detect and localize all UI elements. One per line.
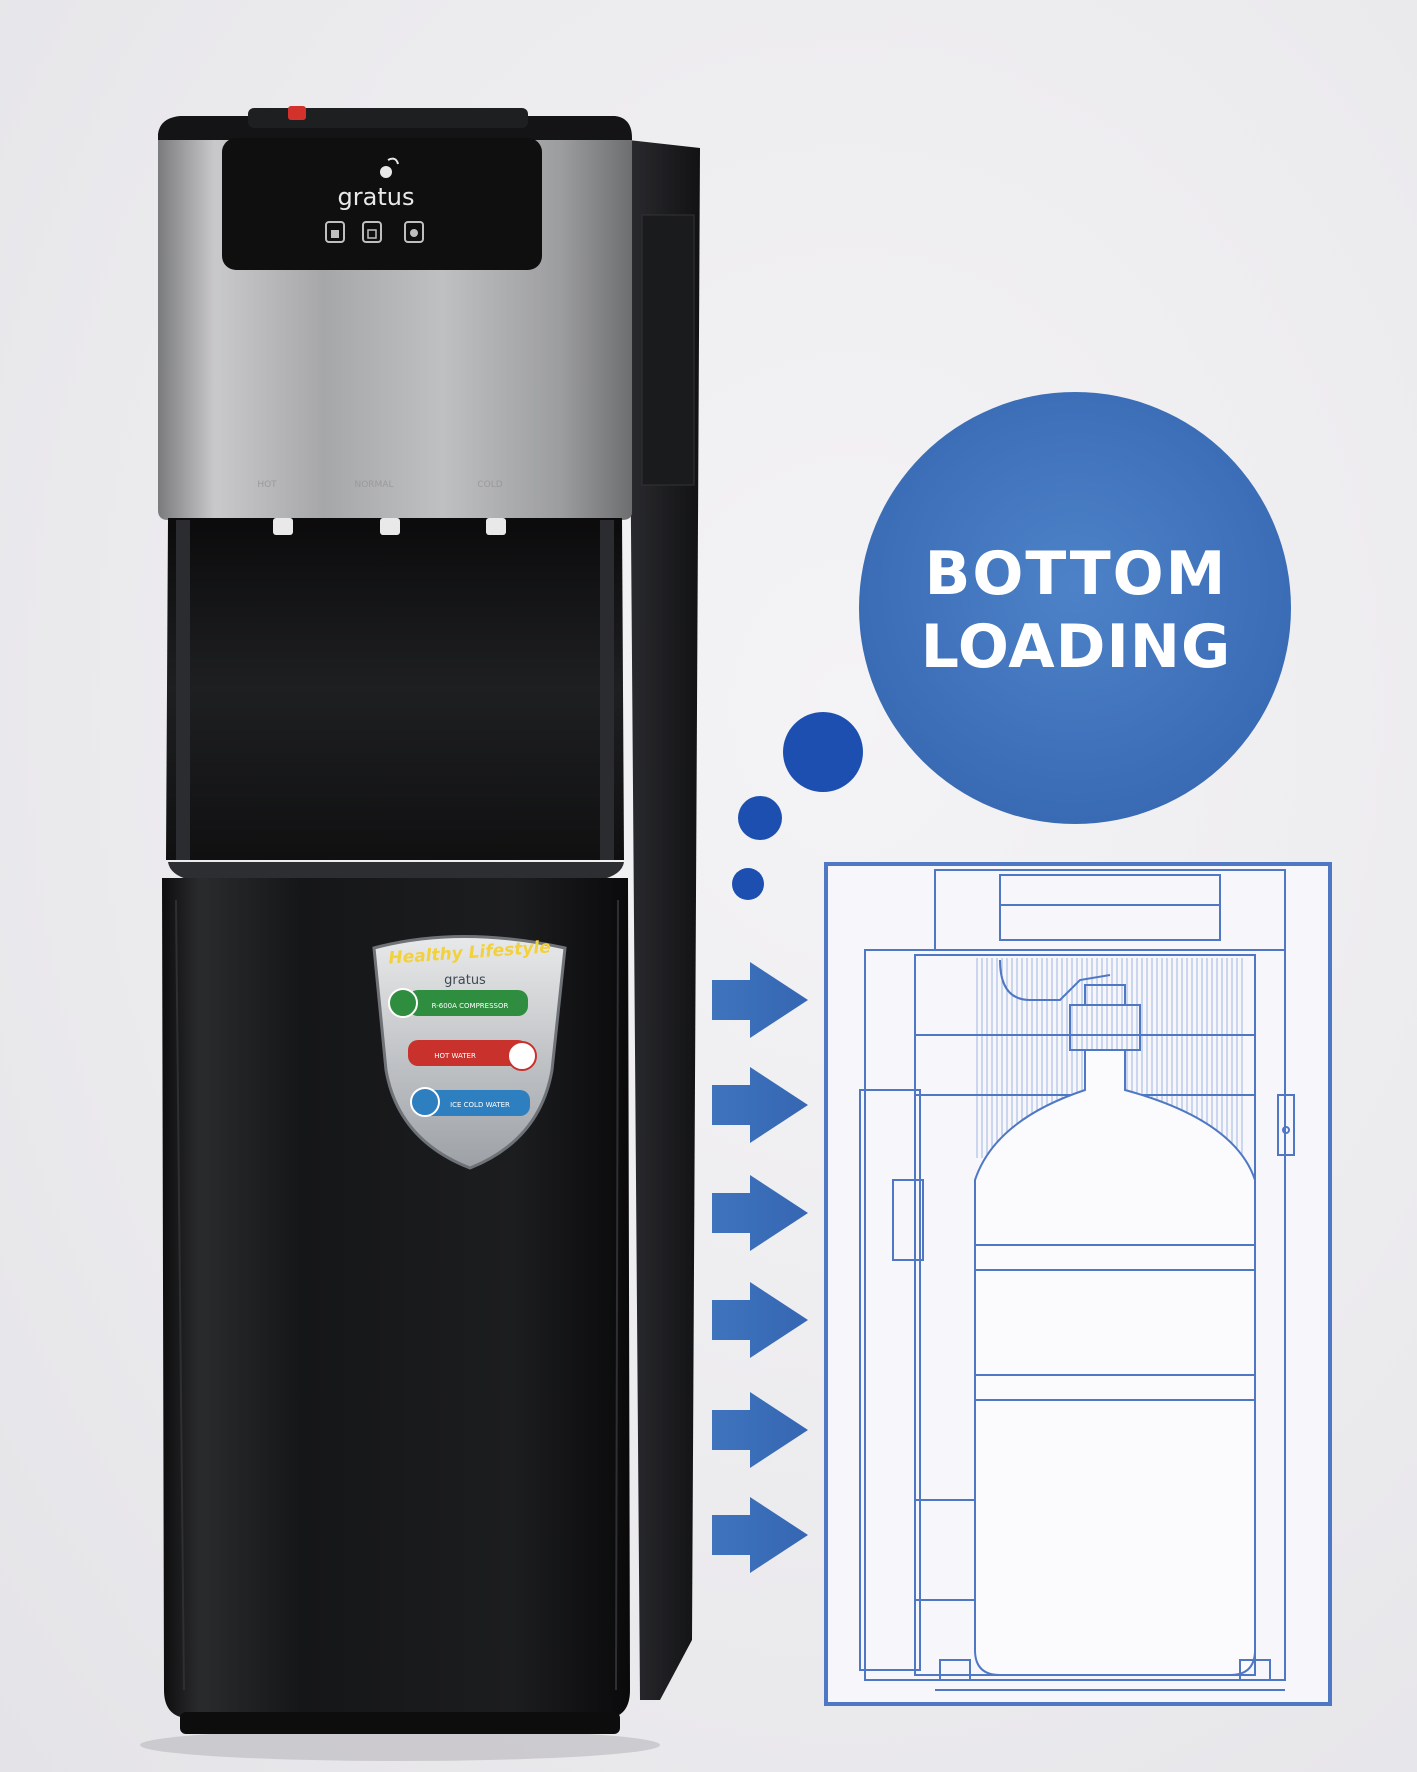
badge-feature-compressor-label: R-600A COMPRESSOR xyxy=(432,1002,509,1010)
arrow-right-icon xyxy=(712,962,808,1038)
top-cap-tray xyxy=(248,108,528,128)
badge-feature-hot xyxy=(408,1040,528,1066)
tap-label-cold: COLD xyxy=(477,480,502,490)
callout-circle xyxy=(859,392,1291,824)
blueprint-cabinet xyxy=(864,949,1286,1681)
door-seam-right xyxy=(615,899,619,1691)
cold-water-icon[interactable] xyxy=(404,221,424,243)
badge-brand: gratus xyxy=(444,973,486,988)
arrow-right-icon xyxy=(712,1067,808,1143)
recess-frame-left xyxy=(176,520,190,860)
dispenser-base xyxy=(180,1712,620,1734)
power-switch xyxy=(288,106,306,120)
water-dispenser: gratus HOT NORMAL COLD xyxy=(140,106,700,1761)
tap-hot[interactable] xyxy=(273,518,293,535)
arrow-column xyxy=(712,962,808,1573)
arrow-right-icon xyxy=(712,1497,808,1573)
drip-tray xyxy=(168,862,624,880)
badge-feature-hot-label: HOT WATER xyxy=(434,1052,476,1060)
badge-feature-cold xyxy=(420,1090,530,1116)
blueprint-upper-inner xyxy=(999,874,1221,941)
feature-badge: Healthy Lifestyle gratus R-600A COMPRESS… xyxy=(372,935,567,1170)
blueprint-tube xyxy=(999,959,1111,1001)
arrow-right-icon xyxy=(712,1282,808,1358)
arrow-right-icon xyxy=(712,1175,808,1251)
blueprint-door-panel xyxy=(859,1089,921,1671)
dispenser-side-panel xyxy=(628,140,700,1700)
badge-feature-cold-label: ICE COLD WATER xyxy=(450,1101,510,1109)
callout-line-2: LOADING xyxy=(921,612,1232,682)
thought-bubble-large xyxy=(783,712,863,792)
thought-bubble-medium xyxy=(738,796,782,840)
display-brand: gratus xyxy=(338,183,415,211)
blueprint-bottle xyxy=(974,1049,1256,1676)
snowflake-icon xyxy=(388,988,418,1018)
dispensing-recess xyxy=(166,518,624,860)
floor-shadow xyxy=(140,1729,660,1761)
tap-normal[interactable] xyxy=(380,518,400,535)
tap-cold[interactable] xyxy=(486,518,506,535)
recess-frame-right xyxy=(600,520,614,860)
arrow-right-icon xyxy=(712,1392,808,1468)
normal-water-icon[interactable] xyxy=(362,221,382,243)
water-drop-icon xyxy=(410,1087,440,1117)
hot-water-icon[interactable] xyxy=(325,221,345,243)
side-vent xyxy=(641,214,695,486)
tap-label-hot: HOT xyxy=(257,480,277,490)
thought-bubble-small xyxy=(732,868,764,900)
blueprint-diagram xyxy=(824,862,1332,1706)
bottom-loading-callout: BOTTOM LOADING xyxy=(732,392,1291,900)
callout-line-1: BOTTOM xyxy=(925,539,1228,609)
hot-drop-icon xyxy=(507,1041,537,1071)
door-seam xyxy=(175,899,185,1691)
logo-leaf-icon xyxy=(380,157,399,178)
tap-label-normal: NORMAL xyxy=(354,480,393,490)
control-display xyxy=(222,138,542,270)
badge-feature-compressor xyxy=(408,990,528,1016)
